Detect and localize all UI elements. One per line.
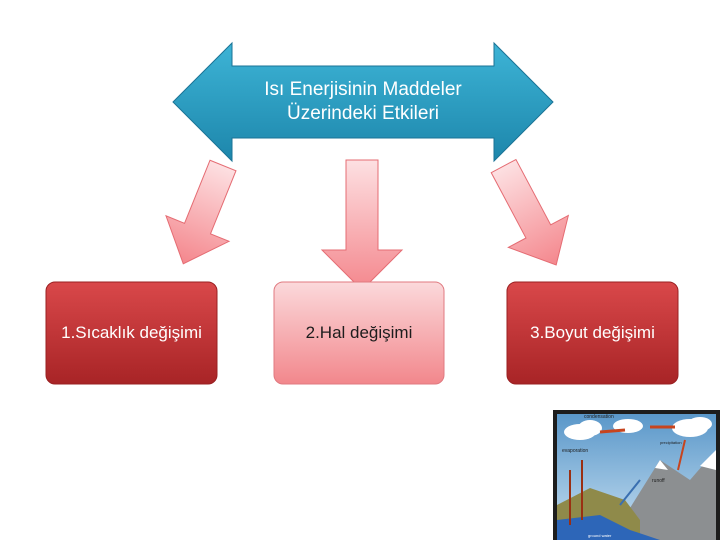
box-size-change-label: 3.Boyut değişimi [530,323,655,342]
right-down-arrow [490,158,570,266]
box-state-change-label: 2.Hal değişimi [305,323,413,342]
title-line-1: Isı Enerjisinin Maddeler [264,79,462,100]
diagram-title: Isı Enerjisinin Maddeler Üzerindeki Etki… [232,78,494,126]
left-down-arrow [165,159,237,265]
title-line-2: Üzerindeki Etkileri [286,103,440,124]
box-temperature-change-label: 1.Sıcaklık değişimi [61,323,202,342]
box-state-change [273,281,445,385]
precipitation-label: precipitation [660,440,682,445]
ground-water-label: ground water [588,533,612,538]
condensation-label: condensation [584,414,614,420]
box-temperature-change [45,281,218,385]
box-size-change [506,281,679,385]
title-double-arrow [172,41,554,163]
runoff-label: runoff [652,478,665,484]
center-down-arrow [320,159,404,291]
water-cycle-illustration: condensation precipitation evaporation r… [553,410,720,540]
evaporation-label: evaporation [562,448,588,454]
